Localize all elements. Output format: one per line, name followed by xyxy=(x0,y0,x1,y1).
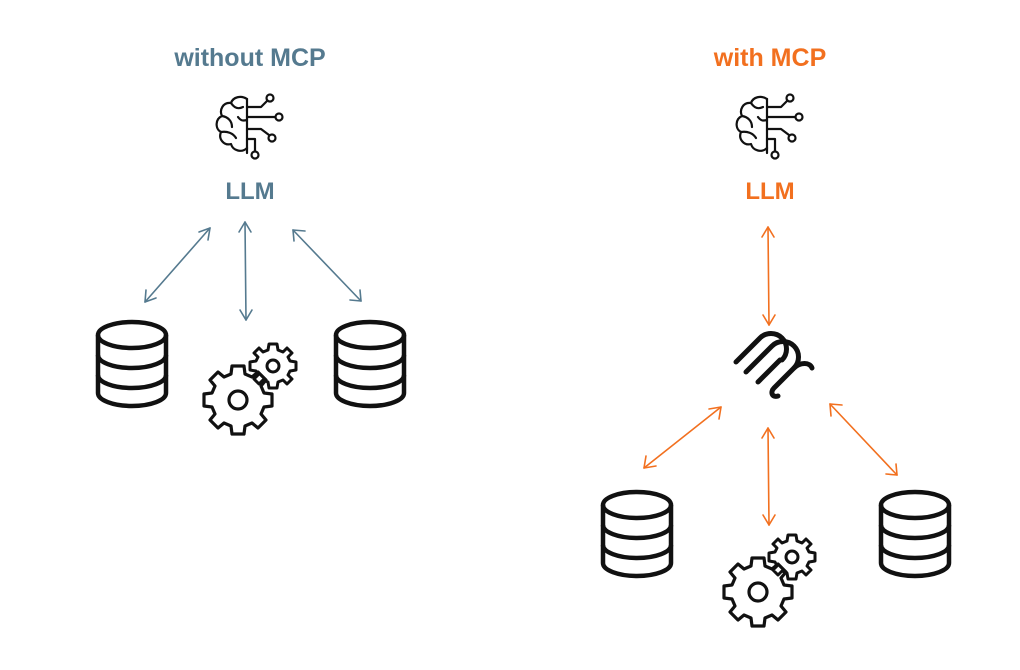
left-connections xyxy=(144,221,362,321)
left-llm-label: LLM xyxy=(225,178,275,205)
left-gears-icon xyxy=(202,342,298,436)
left-arrow-to-db2 xyxy=(292,229,362,302)
left-arrow-to-gears xyxy=(238,221,253,321)
right-connections xyxy=(643,226,898,526)
left-database-icon-1 xyxy=(98,322,166,406)
left-arrow-to-db1 xyxy=(144,227,211,303)
left-database-icon-2 xyxy=(336,322,404,406)
right-arrow-mcp-to-gears xyxy=(761,427,776,526)
right-database-icon-1 xyxy=(603,492,671,576)
right-llm-label: LLM xyxy=(745,178,795,205)
right-arrow-mcp-to-db1 xyxy=(643,406,722,469)
right-arrow-llm-to-mcp xyxy=(761,226,776,326)
right-gears-icon xyxy=(722,533,817,628)
left-brain-icon xyxy=(215,93,284,160)
right-brain-icon xyxy=(735,93,804,160)
right-arrow-mcp-to-db2 xyxy=(829,403,898,476)
right-mcp-logo-icon xyxy=(736,334,812,397)
right-panel-title: with MCP xyxy=(713,44,827,72)
left-panel-title: without MCP xyxy=(174,44,326,72)
right-database-icon-2 xyxy=(881,492,949,576)
